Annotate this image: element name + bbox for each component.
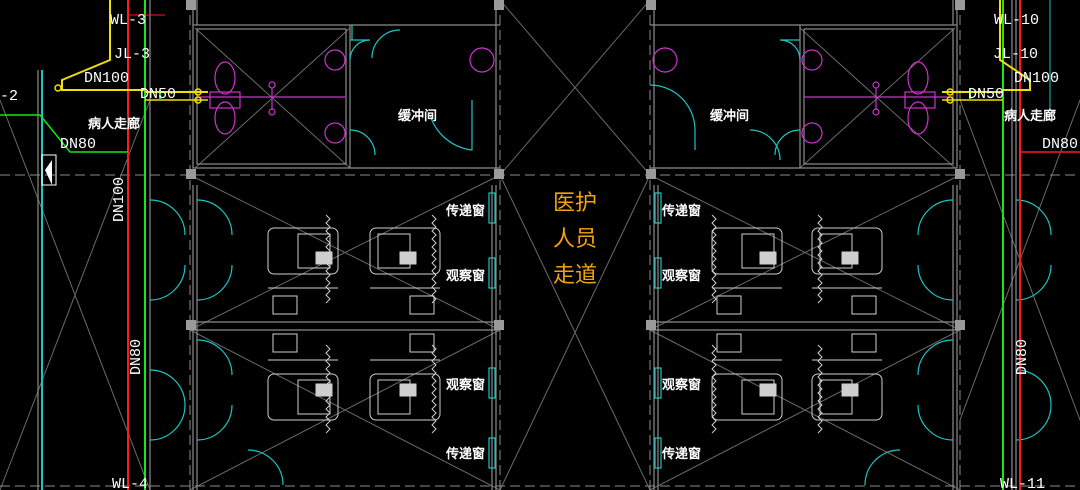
wall-windows	[488, 192, 662, 469]
pipe-label-wl3: WL-3	[110, 12, 146, 29]
label-pass-window-left-bottom: 传递窗	[445, 446, 485, 462]
pipe-label-dn50-left: DN50	[140, 86, 176, 103]
medical-corridor-line-3: 走道	[553, 263, 597, 288]
label-pass-window-right-bottom: 传递窗	[661, 446, 701, 462]
label-patient-corridor-right: 病人走廊	[1004, 108, 1056, 124]
pipe-label-dn80-vertical-right: DN80	[1014, 339, 1031, 375]
pipe-label-jl10: JL-10	[993, 46, 1038, 63]
pipe-label-dn80-left: DN80	[60, 136, 96, 153]
pipe-label-dn80-right: DN80	[1042, 136, 1078, 153]
label-observe-window-left-top: 观察窗	[446, 268, 485, 284]
pipe-label-dn50-right: DN50	[968, 86, 1004, 103]
pipe-label-wl11: WL-11	[1000, 476, 1045, 490]
label-patient-corridor-left: 病人走廊	[88, 116, 140, 132]
room-label-buffer-left: 缓冲间	[398, 108, 437, 124]
pipe-label-jl3: JL-3	[114, 46, 150, 63]
pipe-label-wl10: WL-10	[994, 12, 1039, 29]
pipe-label-dn100-left: DN100	[84, 70, 129, 87]
pipe-label-left-edge: -2	[0, 88, 18, 105]
ward-furniture	[267, 214, 883, 434]
label-observe-window-right-top: 观察窗	[662, 268, 701, 284]
pipe-label-dn80-vertical-left: DN80	[128, 339, 145, 375]
label-observe-window-left-bottom: 观察窗	[446, 377, 485, 393]
pipe-label-wl4: WL-4	[112, 476, 148, 490]
label-observe-window-right-bottom: 观察窗	[662, 377, 701, 393]
pipe-label-dn100-right: DN100	[1014, 70, 1059, 87]
label-pass-window-left-top: 传递窗	[445, 203, 485, 219]
room-label-buffer-right: 缓冲间	[710, 108, 749, 124]
label-pass-window-right-top: 传递窗	[661, 203, 701, 219]
pipe-label-dn100-vertical: DN100	[111, 177, 128, 222]
walls	[37, 0, 1017, 490]
bathroom-fixtures	[197, 47, 950, 144]
medical-corridor-line-2: 人员	[553, 227, 597, 252]
door-swings	[41, 0, 1052, 490]
medical-corridor-line-1: 医护	[553, 191, 597, 216]
structural-columns	[186, 0, 965, 330]
